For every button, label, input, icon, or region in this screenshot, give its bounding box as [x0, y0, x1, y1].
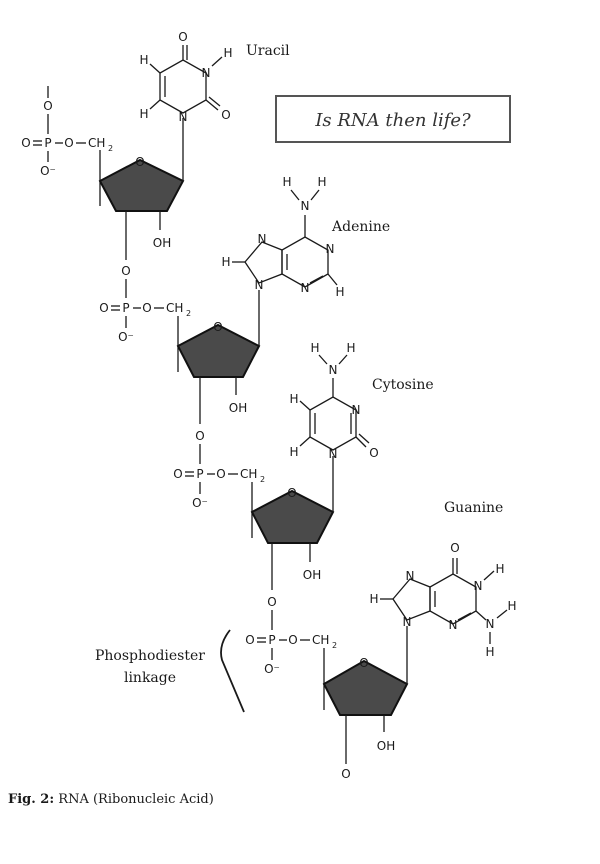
atom-p: P	[196, 467, 203, 481]
atom-n: N	[179, 110, 188, 124]
atom-o: O	[135, 155, 144, 169]
ribose-sugar	[250, 489, 335, 544]
atom-h: H	[485, 645, 494, 659]
atom-h: H	[369, 592, 378, 606]
base-label-uracil: Uracil	[246, 43, 290, 59]
atom-o: O	[369, 446, 378, 460]
atom-o: O	[99, 301, 108, 315]
ribose-sugar	[322, 659, 409, 716]
atom-ch2: CH	[240, 467, 257, 481]
atom-n: N	[406, 569, 415, 583]
base-label-guanine: Guanine	[444, 500, 503, 516]
atom-h: H	[139, 53, 148, 67]
atom-n: N	[301, 281, 310, 295]
atom-o: O	[216, 467, 225, 481]
caption-prefix: Fig. 2:	[8, 792, 55, 807]
atom-n: N	[352, 403, 361, 417]
atom-n: N	[258, 232, 267, 246]
atom-h: H	[310, 341, 319, 355]
nucleotide-cytosine: O O P O CH 2 O⁻ O OH N N O H H N	[173, 341, 434, 590]
atom-n: N	[486, 617, 495, 631]
atom-o: O	[450, 541, 459, 555]
atom-h: H	[289, 392, 298, 406]
atom-ch2: CH	[166, 301, 183, 315]
atom-o: O	[341, 767, 350, 781]
atom-h: H	[335, 285, 344, 299]
atom-o: O	[43, 99, 52, 113]
caption-text: RNA (Ribonucleic Acid)	[58, 792, 214, 807]
atom-o: O	[287, 486, 296, 500]
atom-p: P	[44, 136, 51, 150]
atom-h: H	[221, 255, 230, 269]
atom-oh: OH	[153, 236, 171, 250]
atom-h: H	[289, 445, 298, 459]
atom-p: P	[122, 301, 129, 315]
atom-h: H	[346, 341, 355, 355]
atom-n: N	[329, 447, 338, 461]
atom-o: O	[142, 301, 151, 315]
atom-n: N	[403, 615, 412, 629]
atom-n: N	[329, 363, 338, 377]
atom-sub-2: 2	[332, 641, 337, 650]
ribose-sugar	[98, 158, 185, 212]
question-box: Is RNA then life?	[275, 95, 511, 143]
atom-sub-2: 2	[186, 309, 191, 318]
atom-o: O	[221, 108, 230, 122]
atom-o: O	[121, 264, 130, 278]
atom-o: O	[245, 633, 254, 647]
question-text: Is RNA then life?	[314, 110, 471, 131]
atom-o: O	[173, 467, 182, 481]
atom-h: H	[495, 562, 504, 576]
atom-h: H	[223, 46, 232, 60]
linkage-label-line2: linkage	[124, 670, 176, 686]
atom-o: O	[213, 320, 222, 334]
atom-h: H	[317, 175, 326, 189]
atom-o: O	[195, 429, 204, 443]
atom-o: O	[178, 30, 187, 44]
atom-sub-2: 2	[108, 144, 113, 153]
atom-n: N	[301, 199, 310, 213]
nucleotide-guanine: O O P O CH 2 O⁻ O O OH N N N N H O H	[245, 500, 516, 781]
atom-oh: OH	[303, 568, 321, 582]
phosphodiester-annotation: Phosphodiester linkage	[95, 629, 245, 713]
atom-ch2: CH	[88, 136, 105, 150]
atom-o: O	[288, 633, 297, 647]
atom-oh: OH	[377, 739, 395, 753]
atom-p: P	[268, 633, 275, 647]
base-label-cytosine: Cytosine	[372, 377, 434, 393]
atom-h: H	[282, 175, 291, 189]
atom-o: O	[21, 136, 30, 150]
figure-caption: Fig. 2: RNA (Ribonucleic Acid)	[8, 792, 214, 807]
base-label-adenine: Adenine	[331, 219, 390, 235]
atom-o: O	[64, 136, 73, 150]
atom-n: N	[474, 579, 483, 593]
atom-n: N	[326, 242, 335, 256]
nucleotide-uracil: O O P O CH 2 O⁻ O OH O N H O N	[21, 30, 290, 260]
atom-o: O	[267, 595, 276, 609]
atom-sub-2: 2	[260, 475, 265, 484]
atom-n: N	[255, 278, 264, 292]
nucleotide-adenine: O O P O CH 2 O⁻ O OH N N N N H H N	[99, 175, 390, 424]
linkage-label-line1: Phosphodiester	[95, 648, 205, 664]
atom-o-minus: O⁻	[118, 330, 134, 344]
atom-oh: OH	[229, 401, 247, 415]
linkage-bracket	[220, 629, 245, 713]
atom-o: O	[359, 656, 368, 670]
atom-h: H	[507, 599, 516, 613]
atom-h: H	[139, 107, 148, 121]
atom-ch2: CH	[312, 633, 329, 647]
atom-o-minus: O⁻	[192, 496, 208, 510]
atom-o-minus: O⁻	[264, 662, 280, 676]
atom-o-minus: O⁻	[40, 164, 56, 178]
ribose-sugar	[176, 323, 261, 378]
atom-n: N	[449, 618, 458, 632]
atom-n: N	[202, 66, 211, 80]
